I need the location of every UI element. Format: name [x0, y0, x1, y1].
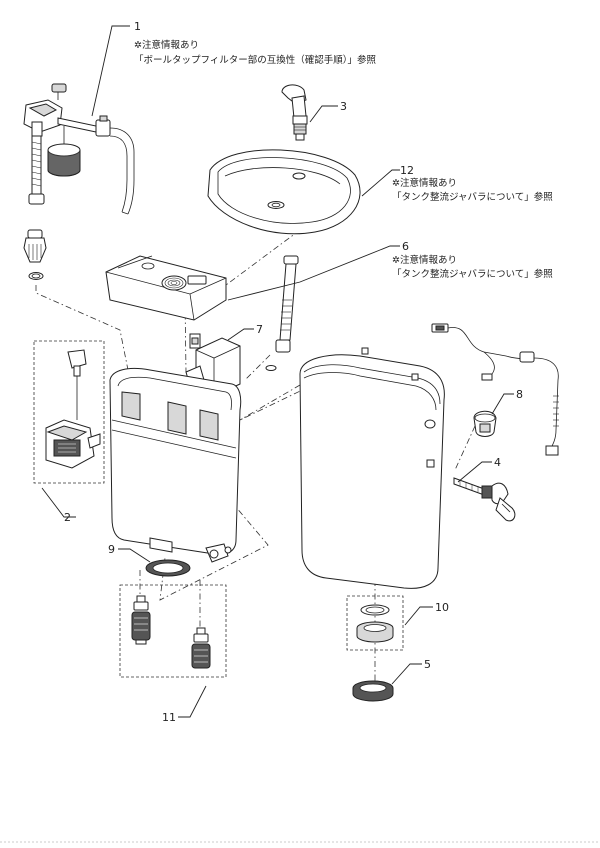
- part-number-2: 2: [64, 511, 71, 524]
- part-number-9: 9: [108, 543, 115, 556]
- note-part-1: ✲注意情報あり 「ボールタップフィルター部の互換性（確認手順）」参照: [134, 39, 377, 66]
- part-number-5: 5: [424, 658, 431, 671]
- note-label: 注意情報あり: [142, 39, 199, 51]
- part-10-drain-set: [346, 595, 404, 651]
- outer-tank-cover: [299, 347, 445, 589]
- wiring-harness: [431, 323, 559, 456]
- note-label: 注意情報あり: [400, 177, 457, 189]
- note-mark-icon: ✲: [134, 40, 142, 51]
- part-4-lever-handle: [453, 477, 516, 522]
- part-number-6: 6: [402, 240, 409, 253]
- part-9-gasket: [145, 559, 191, 577]
- svg-text:✲注意情報あり: ✲注意情報あり: [134, 39, 199, 51]
- note-mark-icon: ✲: [392, 255, 400, 266]
- note-part-6: ✲注意情報あり 「タンク整流ジャバラについて」参照: [392, 254, 553, 280]
- note-reference: 「タンク整流ジャバラについて」参照: [392, 268, 553, 280]
- note-label: 注意情報あり: [400, 254, 457, 266]
- part-number-7: 7: [256, 323, 263, 336]
- part-6-tank-lid: [105, 255, 227, 321]
- part-number-12: 12: [400, 164, 414, 177]
- ball-tap-o-ring: [28, 272, 44, 280]
- part-3-spout: [281, 84, 308, 141]
- part-5-drain-ring: [352, 680, 394, 702]
- part-number-labels: 1 2 3 4 5 6 7 8 9 10 11 12: [64, 20, 523, 724]
- overflow-bellows-pipe: [265, 255, 299, 371]
- part-number-1: 1: [134, 20, 141, 33]
- note-mark-icon: ✲: [392, 178, 400, 189]
- part-number-10: 10: [435, 601, 449, 614]
- part-1-ball-tap: [23, 83, 135, 280]
- note-reference: 「ボールタップフィルター部の互換性（確認手順）」参照: [134, 54, 377, 66]
- part-number-11: 11: [162, 711, 176, 724]
- leader-lines: [41, 25, 514, 718]
- part-12-wash-bowl: [207, 149, 361, 235]
- inner-tank: [109, 367, 242, 563]
- svg-text:✲注意情報あり: ✲注意情報あり: [392, 177, 457, 189]
- part-2-flush-valve: [33, 340, 105, 484]
- ball-tap-cap: [51, 83, 67, 93]
- ball-tap-filter: [23, 237, 47, 263]
- part-number-4: 4: [494, 456, 501, 469]
- part-number-3: 3: [340, 100, 347, 113]
- note-part-12: ✲注意情報あり 「タンク整流ジャバラについて」参照: [392, 177, 553, 203]
- note-reference: 「タンク整流ジャバラについて」参照: [392, 191, 553, 203]
- part-11-valve-set: [119, 584, 227, 678]
- part-8-knob: [473, 410, 497, 437]
- svg-text:✲注意情報あり: ✲注意情報あり: [392, 254, 457, 266]
- part-number-8: 8: [516, 388, 523, 401]
